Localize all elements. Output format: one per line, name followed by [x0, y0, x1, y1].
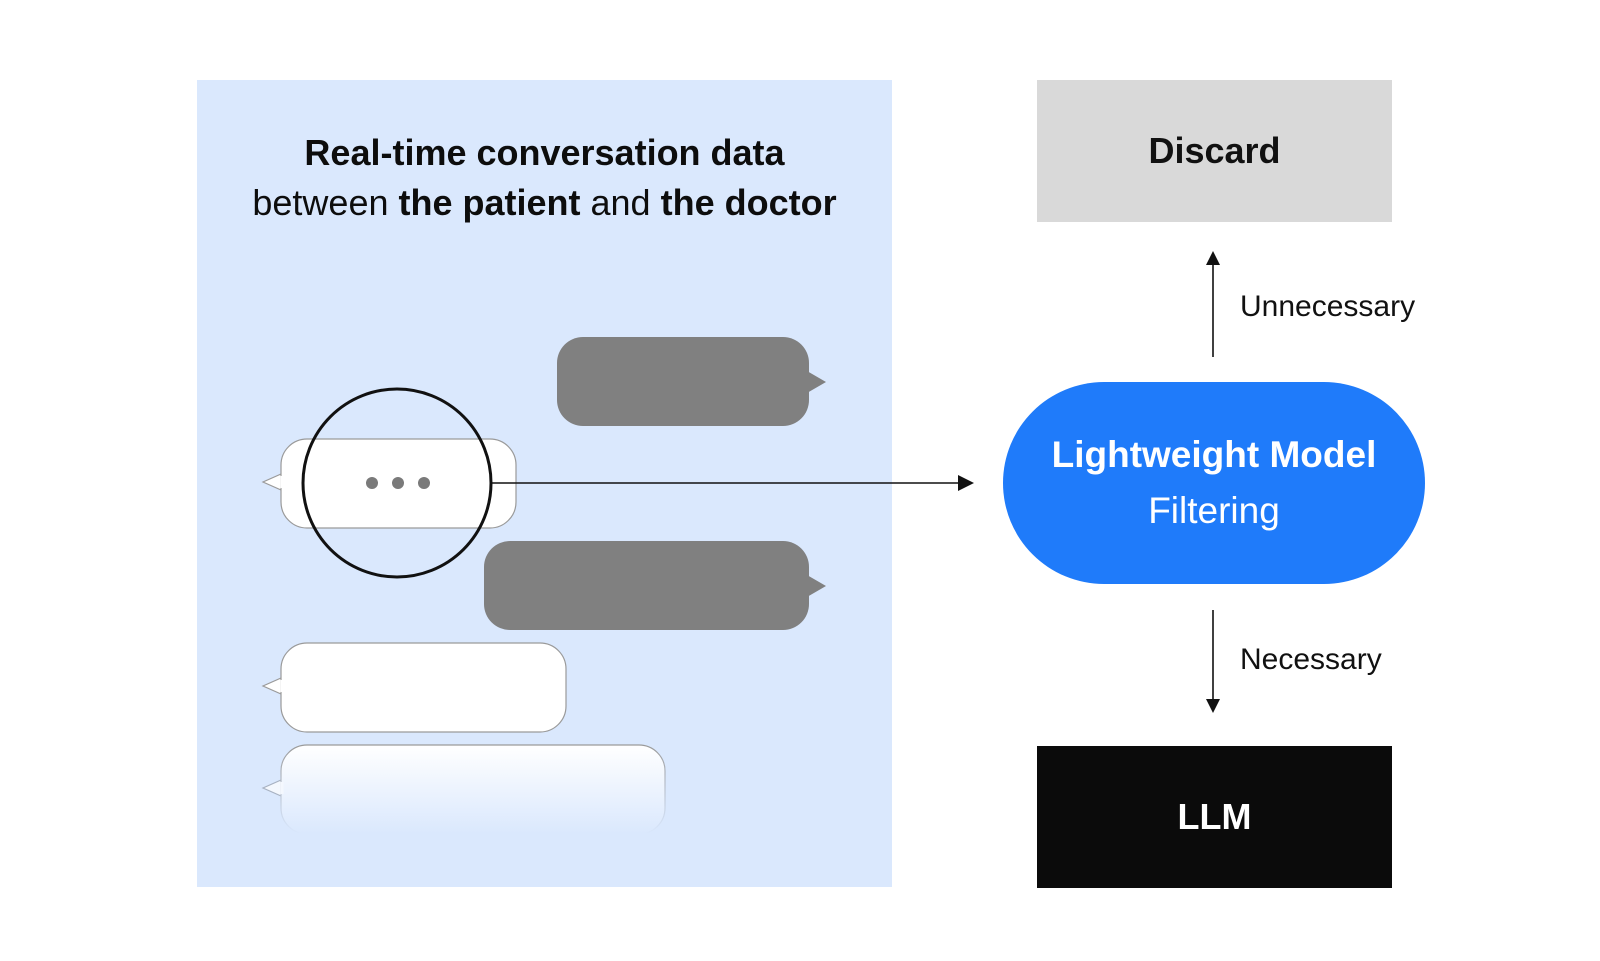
panel-title-doctor: the doctor	[660, 182, 837, 223]
patient-typing-bubble	[261, 438, 517, 529]
model-subtitle: Filtering	[1148, 490, 1280, 531]
discard-box: Discard	[1037, 80, 1392, 222]
arrow-to-discard	[1206, 251, 1220, 357]
llm-box: LLM	[1037, 746, 1392, 888]
panel-title-between: between	[252, 182, 399, 223]
necessary-label: Necessary	[1240, 643, 1382, 676]
lightweight-model-node: Lightweight Model Filtering	[1003, 382, 1425, 584]
unnecessary-label: Unnecessary	[1240, 290, 1416, 323]
typing-indicator-dots	[366, 477, 430, 489]
arrow-to-llm	[1206, 610, 1220, 713]
doctor-message-bubble-1	[557, 337, 826, 426]
patient-message-bubble-3	[261, 744, 666, 835]
model-title: Lightweight Model	[1051, 434, 1377, 475]
doctor-message-bubble-2	[484, 541, 826, 630]
patient-message-bubble-2	[261, 642, 567, 733]
panel-title-line1: Real-time conversation data	[304, 132, 785, 173]
panel-title: Real-time conversation data between the …	[197, 128, 892, 228]
panel-title-and: and	[580, 182, 661, 223]
llm-label: LLM	[1177, 796, 1252, 837]
panel-title-line2: between the patient and the doctor	[197, 178, 892, 228]
panel-title-patient: the patient	[398, 182, 581, 223]
arrow-to-model	[491, 475, 974, 491]
discard-label: Discard	[1148, 130, 1281, 171]
